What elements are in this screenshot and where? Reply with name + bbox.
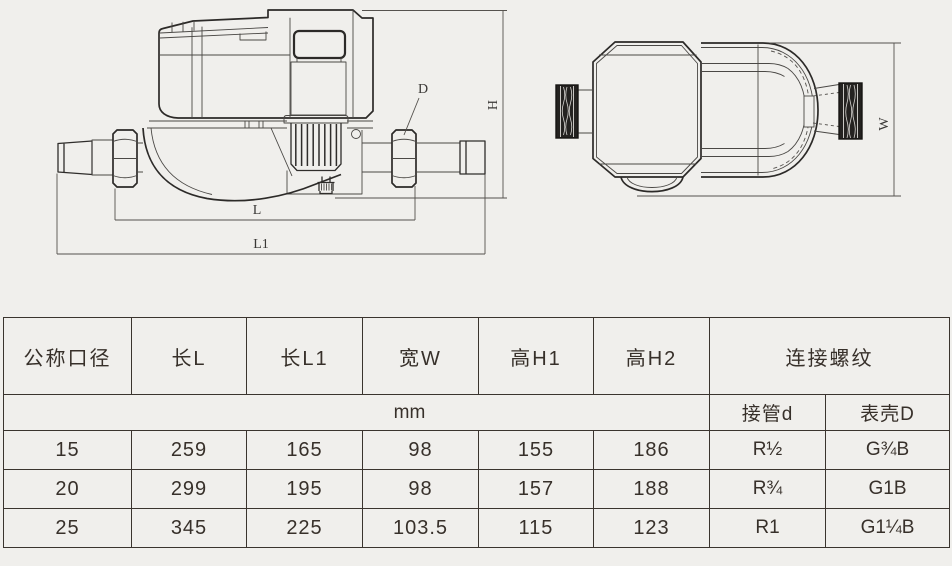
header-row: 公称口径 长L 长L1 宽W 高H1 高H2 连接螺纹 [3,317,950,395]
unit-row: mm 接管d 表壳D [3,394,950,431]
table-row-dn15: 15 259 165 98 155 186 R½ G¾B [3,430,950,470]
cell-w: 98 [362,430,479,470]
dim-label-w: W [877,117,892,131]
header-height-h1: 高H1 [478,317,594,395]
subheader-case-thread: 表壳D [825,394,950,431]
subheader-pipe-thread: 接管d [709,394,826,431]
cell-w: 98 [362,469,479,509]
header-length-l: 长L [131,317,247,395]
cell-l: 345 [131,508,247,548]
table-row-dn20: 20 299 195 98 157 188 R¾ G1B [3,469,950,509]
display-window [292,29,347,60]
cell-pipe-thread: R1 [709,508,826,548]
dim-label-h: H [486,100,501,110]
cell-case-thread: G¾B [825,430,950,470]
table-row-dn25: 25 345 225 103.5 115 123 R1 G1¼B [3,508,950,548]
top-view-drawing: W [555,41,901,197]
left-hex-nut [112,129,138,188]
cell-h1: 157 [478,469,594,509]
cell-h1: 155 [478,430,594,470]
side-view-drawing: D H L L1 [56,9,507,255]
unit-cell: mm [3,394,710,431]
cell-dn: 25 [3,508,132,548]
right-hex-nut [391,129,417,188]
dim-label-l1: L1 [253,237,269,252]
top-view-dimensions: W [637,42,901,197]
cell-case-thread: G1¼B [825,508,950,548]
outlet-port [803,95,815,128]
cell-l1: 195 [246,469,363,509]
right-tailpiece [459,140,486,175]
cell-pipe-thread: R½ [709,430,826,470]
cell-case-thread: G1B [825,469,950,509]
top-right-knurled-nut [838,82,863,140]
cell-h1: 115 [478,508,594,548]
technical-drawings: D H L L1 [56,9,901,255]
cell-dn: 20 [3,469,132,509]
cell-l1: 225 [246,508,363,548]
cell-h2: 186 [593,430,710,470]
side-view-dimensions: D H L L1 [56,10,507,255]
cell-pipe-thread: R¾ [709,469,826,509]
dimension-table: 公称口径 长L 长L1 宽W 高H1 高H2 连接螺纹 mm 接管d 表壳D 1… [3,317,950,548]
header-height-h2: 高H2 [593,317,710,395]
top-left-knurled-nut [555,84,579,139]
dim-label-d: D [418,82,428,97]
left-tailpiece [57,140,93,176]
header-length-l1: 长L1 [246,317,363,395]
cell-l: 299 [131,469,247,509]
cell-h2: 188 [593,469,710,509]
cell-l1: 165 [246,430,363,470]
dim-label-l: L [253,203,262,218]
cell-w: 103.5 [362,508,479,548]
cell-l: 259 [131,430,247,470]
cell-dn: 15 [3,430,132,470]
cell-h2: 123 [593,508,710,548]
header-nominal-diameter: 公称口径 [3,317,132,395]
header-width-w: 宽W [362,317,479,395]
dim-d-leader-line [403,97,420,136]
header-connection-thread: 连接螺纹 [709,317,950,395]
